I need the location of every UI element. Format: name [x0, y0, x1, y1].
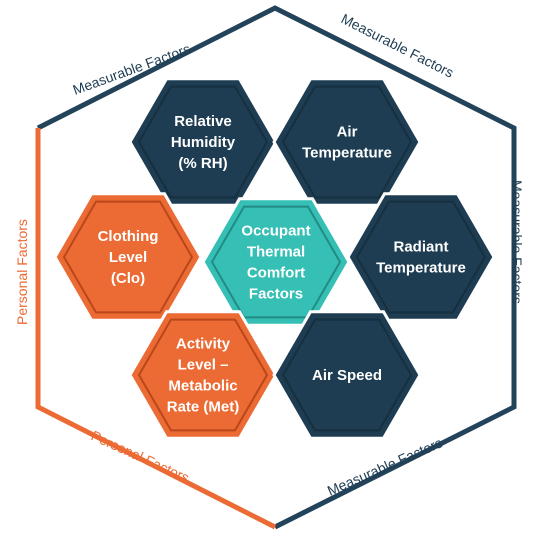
hexagon-occupant-factors-shape — [201, 197, 351, 327]
measurable-frame — [36, 5, 517, 530]
hexagon-air-speed: Air Speed — [272, 310, 422, 440]
hexagon-activity-level-shape — [128, 310, 278, 440]
hexagon-relative-humidity-label-line: Relative — [174, 113, 232, 130]
hexagon-clothing-level-inner-border — [62, 200, 194, 314]
edge-label-measurable-bottom-right: Measurable Factors — [325, 434, 445, 498]
edge-label-measurable-right: Measurable Factors — [509, 180, 525, 304]
hexagon-air-temperature-shape — [272, 77, 422, 207]
hexagon-radiant-temperature-shape — [346, 192, 496, 322]
outer-hexagon-frame — [35, 5, 517, 530]
hexagon-radiant-temperature-label-line: Radiant — [393, 239, 448, 256]
hexagon-activity-level-label-line: Level – — [178, 357, 229, 374]
hexagon-activity-level-label-line: Metabolic — [168, 378, 237, 395]
hexagon-air-speed-shape — [272, 310, 422, 440]
edge-label-personal-left: Personal Factors — [14, 219, 30, 325]
hexagon-clothing-level-label-line: (Clo) — [111, 270, 145, 287]
hexagon-radiant-temperature-inner-border — [355, 200, 487, 314]
hexagon-occupant-factors-label-line: Comfort — [247, 265, 305, 282]
hexagon-occupant-factors-label-line: Factors — [249, 286, 303, 303]
hexagon-clothing-level-label-line: Level — [109, 249, 147, 266]
hexagon-activity-level-inner-border — [137, 318, 269, 432]
hexagon-relative-humidity-inner-border — [137, 85, 269, 199]
hexagon-air-speed-label-line: Air Speed — [312, 367, 382, 384]
hexagon-radiant-temperature-label-line: Temperature — [376, 260, 466, 277]
hexagon-activity-level-label-line: Rate (Met) — [167, 399, 240, 416]
hexagon-air-temperature-inner-border — [281, 85, 413, 199]
hexagon-relative-humidity-label-line: (% RH) — [178, 155, 227, 172]
hexagon-activity-level-label-line: Activity — [176, 336, 231, 353]
hexagon-clothing-level-label-line: Clothing — [98, 228, 159, 245]
personal-frame — [35, 128, 277, 530]
hexagon-air-temperature-label-line: Temperature — [302, 145, 392, 162]
hexagon-air-speed-inner-border — [281, 318, 413, 432]
hexagon-occupant-factors-label-line: Occupant — [241, 223, 310, 240]
hexagon-occupant-factors-label-line: Thermal — [247, 244, 305, 261]
hexagon-relative-humidity-label-line: Humidity — [171, 134, 236, 151]
hexagon-air-temperature-label-line: Air — [337, 124, 358, 141]
